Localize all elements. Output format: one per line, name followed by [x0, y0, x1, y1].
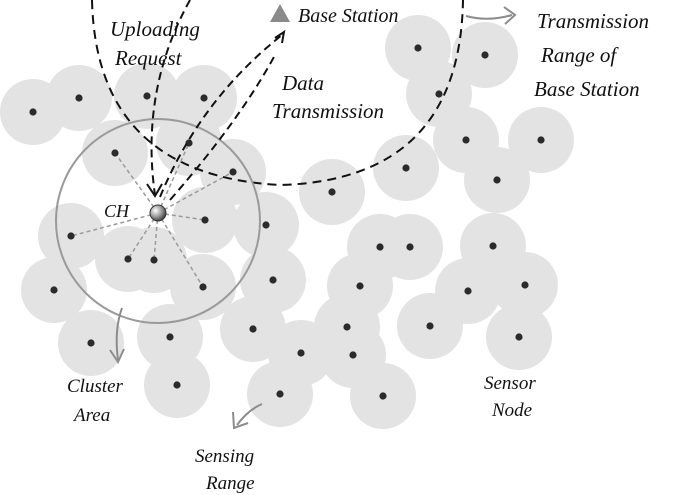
base-station-label: Base Station: [298, 5, 399, 27]
sensor-node: [75, 94, 83, 102]
sensor-node: [29, 108, 37, 116]
transmission-range-pointer: [465, 14, 513, 20]
sensor-node: [143, 92, 151, 100]
data-label-2: Transmission: [272, 99, 384, 123]
sensor-node: [276, 390, 284, 398]
transmission-range-label-1: Transmission: [537, 9, 649, 33]
sensor-node: [521, 281, 529, 289]
cluster-link: [157, 142, 190, 214]
uploading-label-1: Uploading: [110, 17, 200, 41]
sensor-node: [166, 333, 174, 341]
sensor-node: [269, 276, 277, 284]
sensor-node: [493, 176, 501, 184]
data-transmission-arrow: [150, 0, 191, 196]
sensor-node-label-2: Node: [491, 400, 532, 421]
sensor-node: [67, 232, 75, 240]
data-transmission-arrowhead: [146, 183, 163, 198]
transmission-range-label-3: Base Station: [534, 77, 640, 101]
cluster-link: [127, 212, 159, 260]
sensor-nodes: [29, 44, 545, 400]
sensor-node: [414, 44, 422, 52]
cluster-link: [70, 212, 159, 237]
sensor-node: [199, 283, 207, 291]
sensor-node: [50, 286, 58, 294]
sensor-node: [379, 392, 387, 400]
sensor-node: [406, 243, 414, 251]
sensor-node: [229, 168, 237, 176]
triangle-icon: [270, 4, 290, 22]
uploading-label-2: Request: [114, 46, 183, 70]
data-label-1: Data: [281, 71, 324, 95]
uploading-request-arrowhead: [274, 29, 286, 44]
sensor-node: [200, 94, 208, 102]
cluster-head-node: [149, 204, 167, 222]
sensor-node: [87, 339, 95, 347]
transmission-range-arc: [91, 0, 464, 187]
sensor-node: [376, 243, 384, 251]
sensor-node: [185, 139, 193, 147]
cluster-link: [157, 212, 204, 288]
cluster-head-label: CH: [104, 201, 130, 221]
sensing-range-label-2: Range: [205, 473, 255, 494]
sensor-node: [515, 333, 523, 341]
sensor-node: [111, 149, 119, 157]
cluster-link: [157, 171, 234, 214]
cluster-area-pointer: [115, 307, 123, 361]
sensor-node: [464, 287, 472, 295]
sensor-node: [124, 255, 132, 263]
sensing-range-label-1: Sensing: [195, 446, 254, 467]
sensor-node: [150, 256, 158, 264]
sensor-node: [249, 325, 257, 333]
cluster-links: [70, 142, 234, 288]
cluster-link: [114, 152, 159, 214]
cluster-area-circle: [55, 118, 261, 324]
sensor-node-label-1: Sensor: [484, 373, 536, 394]
cluster-area-pointer-head: [109, 348, 125, 365]
sensor-node: [356, 282, 364, 290]
sensor-node: [343, 323, 351, 331]
sensor-node: [349, 351, 357, 359]
sensor-node: [426, 322, 434, 330]
sensor-node: [402, 164, 410, 172]
sensing-range-pointer-head: [232, 411, 249, 430]
sensor-node: [262, 221, 270, 229]
sensing-range-pointer: [236, 403, 263, 426]
sensor-node: [481, 51, 489, 59]
sensor-node: [173, 381, 181, 389]
transmission-range-pointer-head: [503, 6, 517, 25]
cluster-area-label-2: Area: [72, 405, 110, 426]
sensor-node: [537, 136, 545, 144]
sensor-node: [489, 242, 497, 250]
cluster-area-label-1: Cluster: [67, 376, 124, 397]
transmission-range-label-2: Range of: [540, 43, 619, 67]
sensor-node: [435, 90, 443, 98]
cluster-to-bs-dashed-line: [169, 54, 276, 201]
sensor-node: [201, 216, 209, 224]
sensor-node: [328, 188, 336, 196]
sensor-node: [297, 349, 305, 357]
sensor-node: [462, 136, 470, 144]
